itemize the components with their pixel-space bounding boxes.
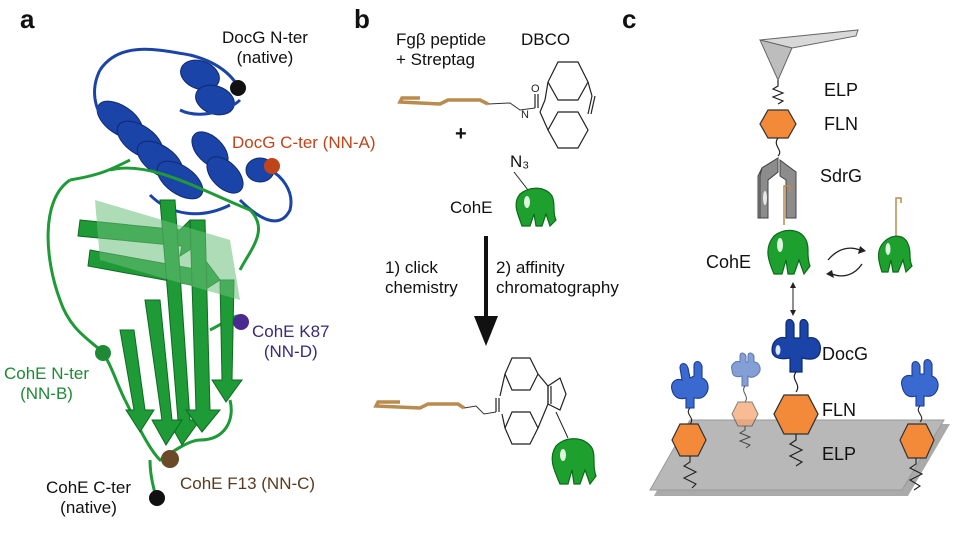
- label-azide: N₃: [510, 152, 530, 171]
- atom-n-top: N: [521, 109, 529, 121]
- peptide-linker-bottom: [463, 405, 497, 415]
- label-step-2: 2) affinity chromatography: [496, 258, 619, 299]
- label-step-1: 1) click chemistry: [385, 258, 458, 299]
- elp-linker-main: [788, 434, 804, 467]
- dbco-molecule: [534, 61, 596, 149]
- label-sdrg: SdrG: [820, 166, 863, 186]
- fln-sdrg-linker: [775, 137, 781, 157]
- cohe-f13-sphere: [161, 450, 179, 468]
- docg-cter-sphere: [264, 158, 280, 174]
- azide-bond: [513, 171, 529, 191]
- label-step-2-line2: chromatography: [496, 278, 619, 298]
- peptide-chain-top: [397, 96, 489, 106]
- docg-glyph-faded: [731, 352, 761, 449]
- panel-label-a: a: [20, 4, 35, 34]
- label-cohe-cter: CohE C-ter (native): [46, 478, 131, 519]
- label-docg: DocG: [822, 344, 869, 364]
- fln-hexagon-top: [759, 109, 797, 139]
- label-cohe-cter-line2: (native): [60, 498, 117, 518]
- fln-hexagon-main: [773, 394, 819, 435]
- free-peptide: [895, 197, 902, 236]
- atom-o-top: O: [531, 83, 540, 95]
- label-step-1-line2: chemistry: [385, 278, 458, 298]
- cohe-strand: [119, 329, 155, 433]
- panel-label-c: c: [622, 4, 637, 34]
- label-cohe-c: CohE: [706, 252, 752, 272]
- reaction-arrowhead: [474, 316, 498, 346]
- exchange-arrow-bottom: [831, 263, 863, 277]
- cohe-glyph-main: [767, 229, 811, 276]
- label-docg-nter: DocG N-ter (native): [222, 28, 308, 69]
- fln-hexagon-right: [899, 423, 935, 459]
- afm-cantilever: [759, 29, 859, 82]
- docg-glyph-main: [771, 318, 821, 373]
- triazole-product: [495, 357, 567, 445]
- label-peptide-line2: + Streptag: [396, 50, 475, 70]
- label-cohe-cter-line1: CohE C-ter: [46, 478, 132, 497]
- cohe-cter-sphere: [149, 490, 165, 506]
- label-fln-bottom: FLN: [822, 400, 857, 420]
- fln-hexagon-left: [671, 423, 707, 457]
- label-cohe-nter-line2: (NN-B): [20, 384, 73, 404]
- peptide-in-sdrg: [783, 185, 791, 225]
- sdrg-glyph: [757, 157, 797, 219]
- label-step-1-line1: 1) click: [385, 258, 438, 277]
- label-cohe-k87-line2: (NN-D): [263, 342, 318, 362]
- label-docg-nter-line1: DocG N-ter: [222, 28, 308, 47]
- label-cohe-nter-line1: CohE N-ter: [4, 364, 90, 383]
- label-cohe-nter: CohE N-ter (NN-B): [4, 364, 89, 405]
- docg-helix: [206, 156, 244, 194]
- cohe-glyph-top: [515, 187, 557, 228]
- cohe-k87-sphere: [233, 314, 249, 330]
- cohe-glyph-free: [877, 235, 913, 274]
- docg-domain: [93, 47, 293, 223]
- label-docg-nter-line2: (native): [236, 48, 294, 68]
- cohe-nter-sphere: [95, 345, 111, 361]
- peptide-chain-bottom: [373, 400, 465, 410]
- label-elp-top: ELP: [824, 80, 859, 100]
- cohe-domain: [46, 158, 261, 496]
- docg-glyph-right: [901, 358, 939, 407]
- plus-sign: +: [455, 123, 467, 145]
- docg-nter-sphere: [230, 80, 246, 96]
- label-peptide: Fgβ peptide + Streptag: [396, 30, 486, 71]
- panel-label-b: b: [354, 4, 370, 34]
- docg-glyph-left: [671, 360, 709, 409]
- label-cohe-k87-line1: CohE K87: [252, 322, 330, 341]
- label-cohe-k87: CohE K87 (NN-D): [252, 322, 330, 363]
- triazole-cohe-bond: [555, 411, 569, 439]
- elp-linker-top: [771, 80, 785, 105]
- label-docg-cter: DocG C-ter (NN-A): [232, 133, 376, 152]
- label-cohe-f13: CohE F13 (NN-C): [180, 474, 316, 493]
- label-cohe-b: CohE: [450, 198, 493, 217]
- label-elp-bottom: ELP: [822, 444, 857, 464]
- label-fln-top: FLN: [824, 114, 859, 134]
- docg-helix: [180, 59, 220, 91]
- label-dbco: DBCO: [521, 30, 571, 49]
- label-peptide-line1: Fgβ peptide: [396, 30, 487, 49]
- cohe-glyph-product: [551, 438, 597, 486]
- exchange-arrow-top: [827, 247, 861, 261]
- peptide-linker-top: [487, 102, 536, 111]
- cohe-strand: [144, 299, 183, 446]
- label-step-2-line1: 2) affinity: [496, 258, 565, 277]
